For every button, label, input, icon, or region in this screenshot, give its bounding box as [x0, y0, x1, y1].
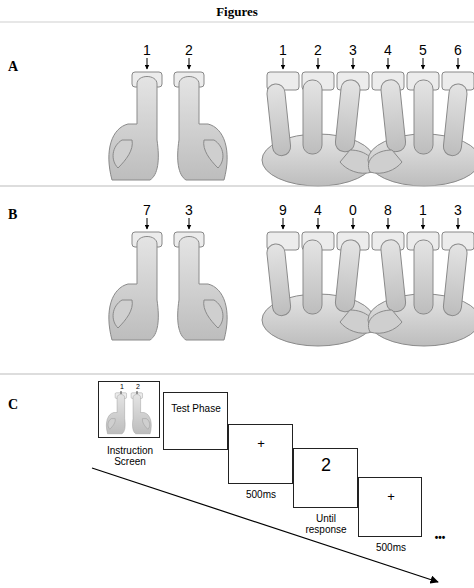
key-number: 5: [419, 43, 427, 57]
key-number: 3: [185, 203, 193, 217]
panel-label: B: [8, 208, 17, 222]
mini-hands: [106, 393, 151, 434]
ellipsis: •••: [435, 533, 446, 543]
key-number: 4: [314, 203, 322, 217]
separator: [0, 374, 474, 375]
screen-text: 2: [133, 383, 143, 391]
separator: [0, 22, 474, 23]
key-number: 4: [384, 43, 392, 57]
key-arrows: [147, 58, 458, 69]
key-number: 1: [143, 43, 151, 57]
hands-two-keys: [109, 72, 227, 180]
key-arrows: [147, 218, 458, 229]
mini-arrow: [137, 391, 138, 394]
screen-box: +500ms: [358, 477, 422, 537]
separator: [0, 186, 474, 187]
key-number: 0: [349, 203, 357, 217]
figure-title: Figures: [216, 5, 258, 18]
key-number: 1: [419, 203, 427, 217]
screen-box: 2Until response: [293, 448, 358, 508]
timeline-arrow: [92, 468, 438, 582]
key-number: 3: [349, 43, 357, 57]
key-number: 7: [143, 203, 151, 217]
screen-text: Test Phase: [164, 403, 228, 414]
screen-text: +: [381, 490, 401, 504]
key-number: 2: [314, 43, 322, 57]
hands-six-keys: [262, 72, 474, 186]
screen-text: 2: [316, 456, 336, 476]
hands-six-keys: [262, 232, 474, 346]
screen-caption: Until response: [300, 513, 352, 535]
screen-text: 1: [117, 383, 127, 391]
panel-label: A: [8, 60, 18, 74]
key-number: 6: [454, 43, 462, 57]
key-number: 9: [279, 203, 287, 217]
screen-box: Test Phase: [163, 392, 228, 450]
screen-caption: 500ms: [361, 542, 421, 553]
key-number: 3: [454, 203, 462, 217]
hands-two-keys: [109, 232, 227, 340]
key-number: 8: [384, 203, 392, 217]
panel-label: C: [8, 398, 18, 412]
screen-box: 12Instruction Screen: [98, 381, 160, 438]
mini-arrow: [121, 391, 122, 394]
key-number: 1: [279, 43, 287, 57]
screen-caption: Instruction Screen: [99, 445, 161, 467]
screen-caption: 500ms: [231, 489, 291, 500]
screen-text: +: [251, 437, 271, 451]
screen-box: +500ms: [228, 424, 293, 484]
key-number: 2: [185, 43, 193, 57]
